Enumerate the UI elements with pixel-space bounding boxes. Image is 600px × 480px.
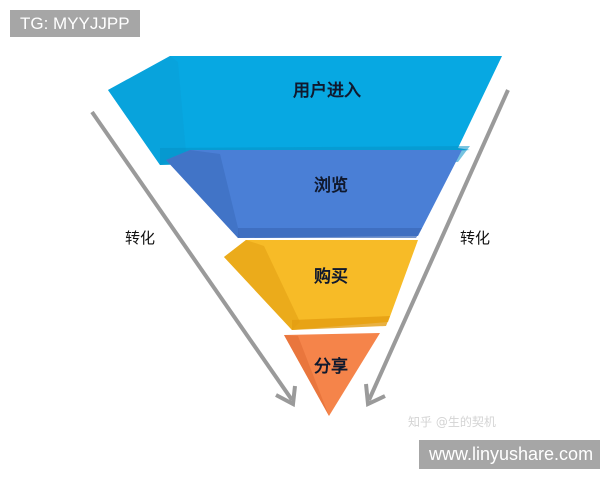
funnel-stage-browse [166, 150, 462, 238]
stage-label-purchase: 购买 [314, 267, 348, 287]
stage-label-share: 分享 [314, 357, 348, 377]
site-badge: www.linyushare.com [419, 440, 600, 469]
funnel-stage-purchase [224, 240, 418, 330]
stage-label-user-entry: 用户进入 [293, 81, 361, 101]
right-conversion-label: 转化 [460, 229, 491, 247]
funnel-stage-user-entry [108, 56, 502, 165]
right-conversion-arrow [364, 89, 510, 408]
left-conversion-arrow [90, 110, 297, 408]
left-conversion-label: 转化 [125, 229, 156, 247]
tg-badge: TG: MYYJJPP [10, 10, 140, 37]
stage-label-browse: 浏览 [314, 176, 348, 196]
funnel-stage-share [284, 333, 380, 416]
zhihu-watermark: 知乎 @生的契机 [408, 415, 496, 429]
